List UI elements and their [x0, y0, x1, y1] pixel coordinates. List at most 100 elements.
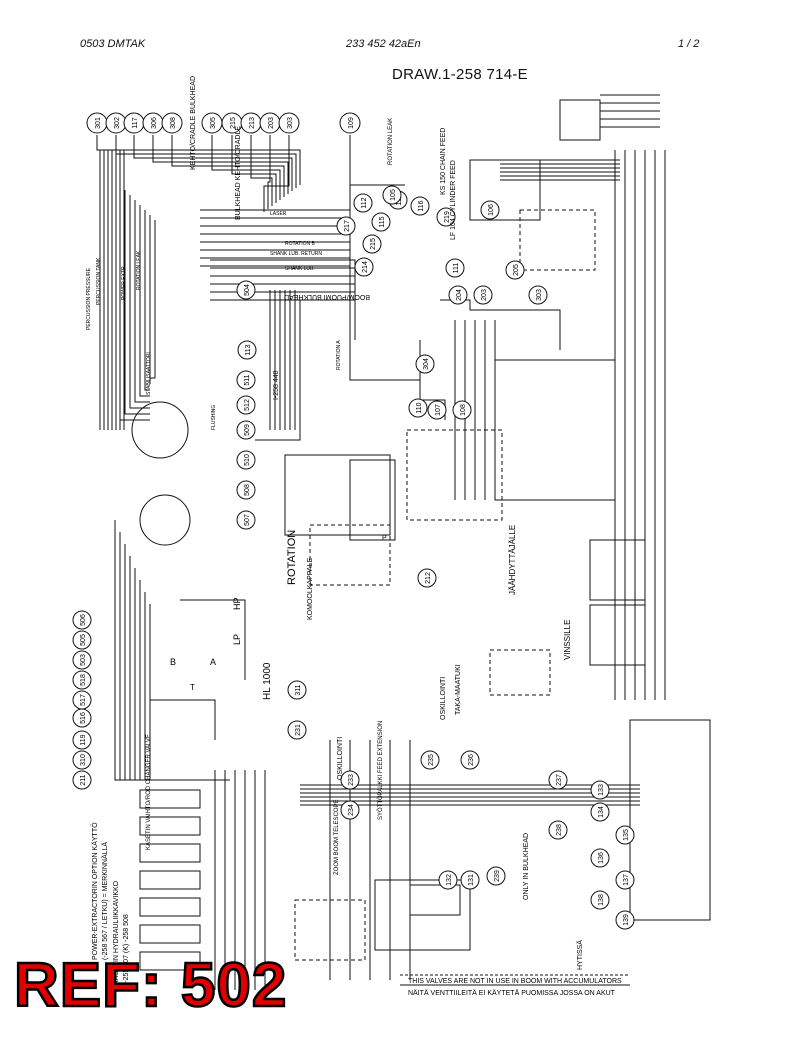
item-callout: 113	[237, 340, 257, 360]
valve-group-box	[406, 429, 503, 521]
item-callout: 506	[72, 610, 92, 630]
callout-number: 235	[428, 754, 435, 766]
callout-number: 308	[170, 117, 177, 129]
item-callout: 306	[142, 112, 164, 134]
item-callout: 234	[340, 800, 360, 820]
valve-section	[139, 843, 201, 863]
port-p-label: P	[382, 535, 387, 542]
hose-label: STABILISAATTORI	[146, 352, 152, 395]
callout-circle	[287, 680, 307, 700]
wire	[144, 592, 230, 781]
callout-number: 117	[132, 117, 139, 128]
callout-number: 518	[80, 674, 87, 686]
wire	[134, 200, 150, 403]
callout-number: 311	[295, 684, 302, 695]
valve-section	[139, 924, 201, 944]
item-callout: 205	[505, 260, 525, 280]
callout-number: 107	[435, 404, 442, 416]
callout-circle	[72, 670, 92, 690]
cylinder-feed-box	[519, 209, 596, 271]
callout-number: 133	[598, 784, 605, 796]
item-callout: 517	[72, 690, 92, 710]
callout-circle	[362, 234, 382, 254]
reference-number-label: REF: 502	[13, 950, 288, 1022]
header-document-number: 233 452 42aEn	[346, 38, 421, 50]
callout-number: 203	[481, 289, 488, 301]
item-callout: 117	[123, 112, 145, 134]
callout-number: 507	[244, 514, 251, 526]
callout-circle	[486, 866, 506, 886]
callout-number: 204	[456, 289, 463, 301]
bottom-valve-block	[374, 879, 471, 951]
callout-circle	[420, 750, 440, 770]
callout-number: 511	[244, 374, 251, 385]
callout-circle	[339, 112, 361, 134]
callout-number: 508	[244, 484, 251, 496]
hose-label: SHANK LUB.	[285, 266, 315, 272]
port-t-label: T	[190, 683, 195, 692]
callout-circle	[236, 420, 256, 440]
item-callout: 238	[548, 820, 568, 840]
header-page-number: 1 / 2	[678, 38, 700, 50]
not-in-use-english: THIS VALVES ARE NOT IN USE IN BOOM WITH …	[408, 978, 622, 985]
item-callout: 213	[240, 112, 262, 134]
hose-label: ROTATION A	[336, 340, 342, 370]
wire	[210, 283, 356, 324]
item-callout: 106	[480, 200, 500, 220]
callout-number: 219	[444, 211, 451, 223]
callout-circle	[615, 910, 635, 930]
chain-feed-box	[469, 159, 541, 221]
oscillation-label-2: OSKILLOINTI	[337, 737, 344, 780]
callout-circle	[236, 480, 256, 500]
rear-support-label: TAKA-MAATUKI	[455, 664, 462, 715]
callout-number: 231	[295, 724, 302, 736]
wire	[119, 532, 230, 781]
callout-number: 111	[453, 263, 460, 274]
callout-number: 115	[379, 216, 386, 227]
item-callout: 203	[259, 112, 281, 134]
drawing-title: DRAW.1-258 714-E	[392, 66, 528, 83]
item-callout: 311	[287, 680, 307, 700]
callout-number: 310	[80, 754, 87, 766]
wire	[250, 135, 273, 206]
callout-number: 516	[80, 712, 87, 724]
wire	[115, 135, 297, 188]
top-right-box	[559, 99, 601, 141]
callout-circle	[528, 285, 548, 305]
item-callout: 503	[72, 650, 92, 670]
item-callout: 508	[236, 480, 256, 500]
callout-number: 105	[390, 189, 397, 201]
callout-number: 106	[488, 204, 495, 216]
item-callout: 116	[410, 196, 430, 216]
callout-number: 109	[348, 117, 355, 129]
wire	[267, 135, 271, 209]
callout-circle	[287, 720, 307, 740]
callout-circle	[340, 800, 360, 820]
callout-circle	[427, 400, 447, 420]
item-callout: 302	[105, 112, 127, 134]
callout-circle	[237, 340, 257, 360]
item-callout: 507	[236, 510, 256, 530]
oscillation-label: OSKILLOINTI	[440, 677, 447, 720]
callout-number: 135	[623, 829, 630, 841]
callout-number: 303	[287, 117, 294, 129]
callout-number: 134	[598, 806, 605, 818]
item-callout: 110	[408, 398, 428, 418]
callout-number: 112	[361, 197, 368, 208]
wire	[139, 580, 230, 781]
component-boxes	[131, 99, 711, 971]
callout-circle	[410, 196, 430, 216]
power-extraction-label-2: (-258 567 / LETKU) = MERKINNÄLLÄ	[101, 842, 109, 960]
callout-circle	[415, 354, 435, 374]
cradle-bulkhead-label: KEHTO/CRADLE BULKHEAD	[190, 76, 197, 170]
callout-number: 113	[245, 344, 252, 355]
callout-circle	[72, 630, 92, 650]
valve-section	[139, 951, 201, 971]
item-callout: 308	[161, 112, 183, 134]
item-callout: 105	[382, 185, 402, 205]
callout-circle	[336, 216, 356, 236]
item-callout: 136	[590, 848, 610, 868]
callout-number: 212	[425, 572, 432, 584]
callout-circle	[161, 112, 183, 134]
